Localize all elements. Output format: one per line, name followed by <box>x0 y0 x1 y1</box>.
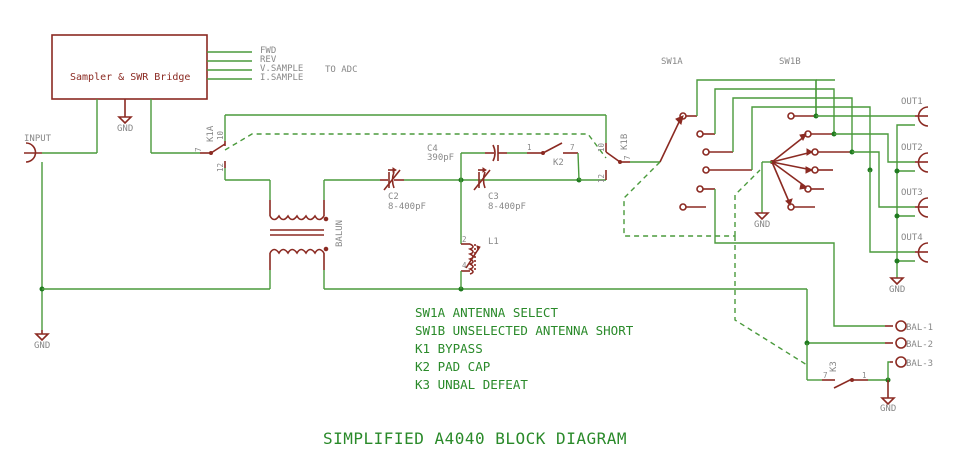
svg-text:BAL-3: BAL-3 <box>906 359 933 369</box>
svg-text:12: 12 <box>216 163 225 172</box>
switch-sw1b <box>770 112 852 211</box>
c3-value: 8-400pF <box>488 202 526 212</box>
to-adc-label: TO ADC <box>325 65 358 75</box>
legend-notes: SW1A ANTENNA SELECT SW1B UNSELECTED ANTE… <box>415 305 634 392</box>
c3-label: C3 <box>488 192 499 202</box>
c4-value: 390pF <box>427 153 454 163</box>
sampler-swr-bridge: Sampler & SWR Bridge <box>51 34 208 100</box>
svg-text:BAL-2: BAL-2 <box>906 340 933 350</box>
svg-text:GND: GND <box>117 124 133 134</box>
note-k3: K3 UNBAL DEFEAT <box>415 377 528 392</box>
c2-label: C2 <box>388 192 399 202</box>
svg-text:GND: GND <box>889 285 905 295</box>
adc-lines: FWD REV V.SAMPLE I.SAMPLE TO ADC <box>207 46 358 83</box>
output-connector-3: OUT3 <box>901 188 929 218</box>
gnd-symbol: GND <box>880 397 896 414</box>
k1b-label: K1B <box>620 134 630 150</box>
l1-label: L1 <box>488 237 499 247</box>
output-connector-4: OUT4 <box>901 233 929 263</box>
adc-rev: REV <box>260 55 277 65</box>
c4-label: C4 <box>427 144 438 154</box>
note-sw1a: SW1A ANTENNA SELECT <box>415 305 558 320</box>
capacitor-c4: C4 390pF <box>427 144 507 163</box>
gnd-symbol: GND <box>34 330 50 351</box>
svg-text:1: 1 <box>527 143 532 152</box>
sw1b-label: SW1B <box>779 57 801 67</box>
svg-text:4: 4 <box>462 261 467 270</box>
note-sw1b: SW1B UNSELECTED ANTENNA SHORT <box>415 323 634 338</box>
adc-vsample: V.SAMPLE <box>260 64 303 74</box>
output-connector-2: OUT2 <box>901 143 929 173</box>
inductor-l1: 2 4 L1 <box>461 235 499 275</box>
k1a-label: K1A <box>206 125 216 142</box>
svg-text:OUT1: OUT1 <box>901 97 923 107</box>
bal-terminal-2: BAL-2 <box>885 337 933 350</box>
input-label: INPUT <box>24 134 52 144</box>
balun-label: BALUN <box>335 220 345 247</box>
out-ground-bus: GND <box>889 124 915 295</box>
k2-label: K2 <box>553 158 564 168</box>
svg-text:GND: GND <box>880 404 896 414</box>
k3-label: K3 <box>829 361 839 372</box>
svg-text:GND: GND <box>34 341 50 351</box>
input-connector: INPUT <box>24 134 52 163</box>
svg-text:BAL-1: BAL-1 <box>906 323 933 333</box>
sampler-label: Sampler & SWR Bridge <box>70 72 190 83</box>
sw1a-label: SW1A <box>661 57 683 67</box>
svg-text:OUT2: OUT2 <box>901 143 923 153</box>
relay-k2: 1 7 K2 <box>527 142 578 168</box>
capacitor-c2: C2 8-400pF <box>380 167 426 212</box>
svg-text:7: 7 <box>194 147 203 152</box>
relay-k1b: 10 12 7 K1B <box>597 134 632 183</box>
svg-text:7: 7 <box>570 143 575 152</box>
svg-text:2: 2 <box>462 235 467 244</box>
svg-text:7: 7 <box>823 371 828 380</box>
adc-isample: I.SAMPLE <box>260 73 303 83</box>
bal-terminal-1: BAL-1 <box>885 320 933 333</box>
svg-text:OUT4: OUT4 <box>901 233 923 243</box>
capacitor-c3: C3 8-400pF <box>473 167 526 212</box>
balun-transformer: BALUN <box>269 200 345 270</box>
svg-text:12: 12 <box>597 174 606 183</box>
note-k2: K2 PAD CAP <box>415 359 490 374</box>
c2-value: 8-400pF <box>388 202 426 212</box>
svg-text:OUT3: OUT3 <box>901 188 923 198</box>
svg-text:10: 10 <box>216 130 225 140</box>
adc-fwd: FWD <box>260 46 276 56</box>
relay-k1a: K1A 10 12 7 <box>194 125 226 172</box>
gnd-symbol: GND <box>117 99 133 134</box>
output-connector-1: OUT1 <box>901 97 929 127</box>
switch-sw1a <box>659 112 752 211</box>
diagram-title: SIMPLIFIED A4040 BLOCK DIAGRAM <box>323 429 627 448</box>
svg-text:1: 1 <box>862 371 867 380</box>
relay-k3: 7 1 K3 <box>822 361 868 389</box>
svg-text:7: 7 <box>623 155 632 160</box>
svg-text:10: 10 <box>597 142 606 152</box>
svg-text:GND: GND <box>754 220 770 230</box>
bal-terminal-3: BAL-3 <box>890 356 933 369</box>
gnd-symbol: GND <box>754 212 770 230</box>
note-k1: K1 BYPASS <box>415 341 483 356</box>
